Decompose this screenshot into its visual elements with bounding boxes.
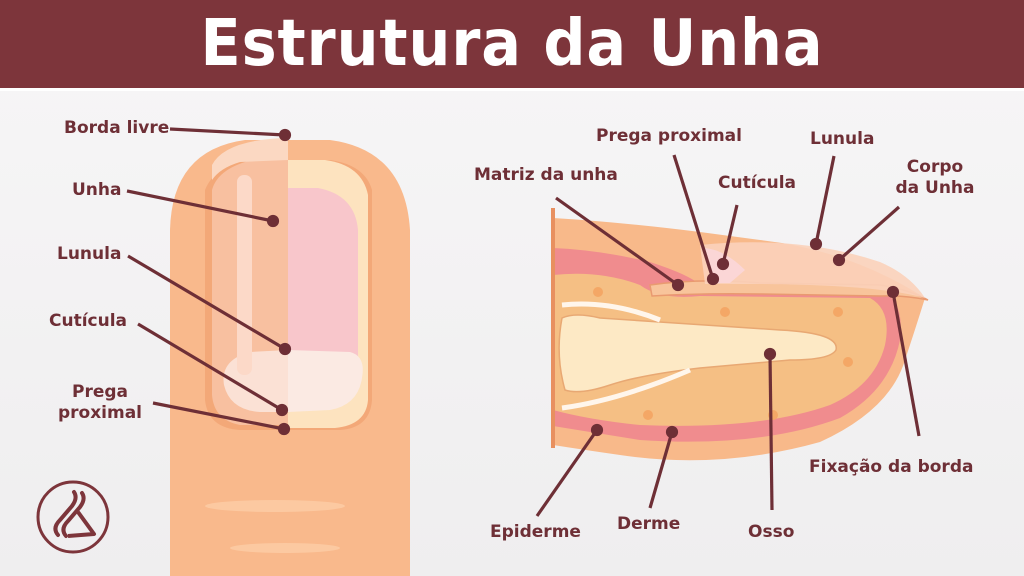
finger-front-view [170, 138, 410, 576]
label-lunula-section: Lunula [810, 129, 875, 149]
label-matriz-da-unha: Matriz da unha [474, 165, 618, 185]
title-banner [0, 0, 1024, 88]
cross-section-leader-lines [535, 154, 921, 517]
front-view-leader-lines [126, 127, 292, 436]
label-osso: Osso [748, 522, 795, 542]
label-fixacao-da-borda: Fixação da borda [809, 457, 974, 477]
nail-cross-section [551, 208, 929, 461]
banner-divider [0, 88, 1024, 91]
label-prega-proximal: Prega proximal [596, 126, 742, 146]
label-derme: Derme [617, 514, 681, 534]
label-lunula: Lunula [57, 244, 122, 264]
logo-icon [36, 480, 110, 554]
label-unha: Unha [72, 180, 122, 200]
label-borda-livre: Borda livre [64, 118, 170, 138]
label-prega-proximal-front: Prega proximal [57, 382, 143, 423]
label-cuticula-section: Cutícula [718, 173, 797, 193]
label-epiderme: Epiderme [490, 522, 581, 542]
label-cuticula: Cutícula [49, 311, 128, 331]
label-corpo-da-unha: Corpo da Unha [895, 157, 975, 198]
page-title: Estrutura da Unha [200, 7, 824, 81]
